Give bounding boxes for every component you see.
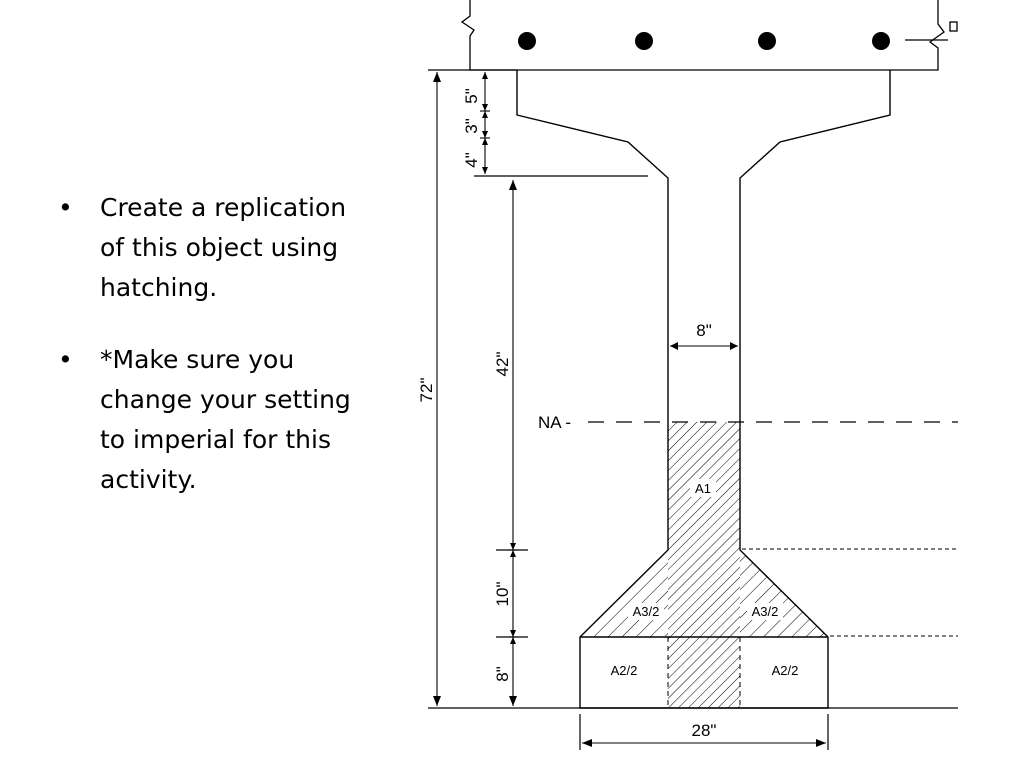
area-a1-hatch bbox=[668, 422, 740, 708]
area-a3-right-label: A3/2 bbox=[752, 604, 779, 619]
dim-flange-taper-label: 3" bbox=[462, 118, 481, 134]
area-a2-right-label: A2/2 bbox=[772, 663, 799, 678]
area-a2-left-label: A2/2 bbox=[611, 663, 638, 678]
dim-flange-haunch-label: 4" bbox=[462, 152, 481, 168]
bullet-item: • *Make sure you change your setting to … bbox=[58, 340, 358, 500]
instruction-list: • Create a replication of this object us… bbox=[58, 188, 358, 532]
bullet-icon: • bbox=[58, 345, 73, 374]
dimension-lines bbox=[436, 72, 826, 744]
dim-web-width-label: 8" bbox=[696, 321, 712, 340]
dimension-arrowheads bbox=[433, 72, 826, 747]
rebar-dot bbox=[872, 32, 890, 50]
rebar-dot bbox=[635, 32, 653, 50]
neutral-axis-label: NA - bbox=[538, 413, 571, 432]
dashed-lines bbox=[588, 421, 958, 708]
rebar-dots bbox=[518, 32, 890, 50]
area-a3-left-label: A3/2 bbox=[633, 604, 660, 619]
dim-bottom-taper-label: 10" bbox=[493, 582, 512, 607]
bullet-text: Create a replication of this object usin… bbox=[100, 193, 347, 302]
rebar-dot bbox=[518, 32, 536, 50]
area-a3-left-label-box: A3/2 bbox=[628, 603, 664, 620]
rebar-dot bbox=[758, 32, 776, 50]
bullet-text: *Make sure you change your setting to im… bbox=[100, 345, 351, 494]
area-a1-label-box: A1 bbox=[690, 479, 716, 497]
dim-bottom-flange-label: 8" bbox=[493, 666, 512, 682]
bullet-item: • Create a replication of this object us… bbox=[58, 188, 358, 308]
dim-bottom-width-label: 28" bbox=[692, 721, 717, 740]
area-a3-right-label-box: A3/2 bbox=[747, 603, 783, 620]
dim-flange-top-label: 5" bbox=[462, 88, 481, 104]
dim-web-height-label: 42" bbox=[493, 352, 512, 377]
area-a1-label: A1 bbox=[695, 481, 711, 496]
deck-slab bbox=[460, 0, 958, 71]
bullet-icon: • bbox=[58, 193, 73, 222]
dim-total-height-label: 72" bbox=[417, 378, 436, 403]
